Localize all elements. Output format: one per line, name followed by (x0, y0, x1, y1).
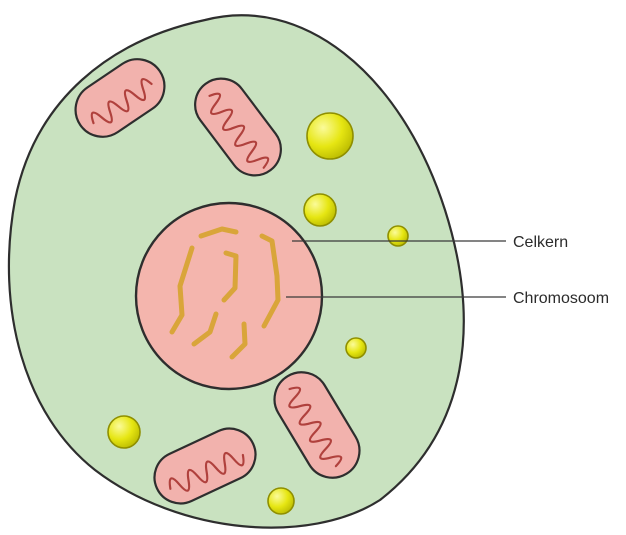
vesicle (304, 194, 336, 226)
vesicle (268, 488, 294, 514)
vesicle (388, 226, 408, 246)
nucleus-label: Celkern (513, 234, 568, 251)
vesicle (108, 416, 140, 448)
vesicle (307, 113, 353, 159)
chromosome-label: Chromosoom (513, 290, 609, 307)
vesicle (346, 338, 366, 358)
